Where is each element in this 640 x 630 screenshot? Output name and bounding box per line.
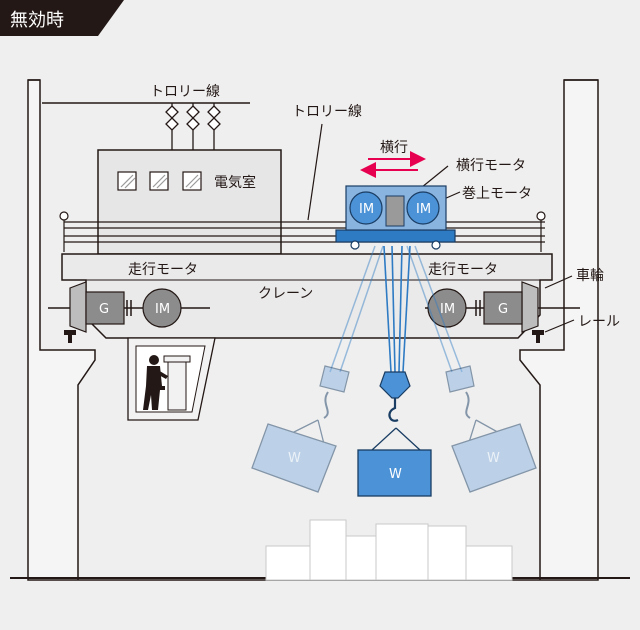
wheel-right-icon [521,281,539,333]
generator-right [483,291,523,325]
label-trolley-line-right: トロリー線 [292,104,362,120]
label-wheel: 車輪 [576,267,604,284]
label-im-left: IM [155,302,170,317]
wheel-left-icon [69,281,87,333]
label-travel-motor-left: 走行モータ [128,262,198,278]
floor-cargo [265,519,513,581]
label-trolley-line-left: トロリー線 [150,84,220,100]
header-tab [0,0,124,36]
operator-cab [127,337,216,421]
trolley-wires [59,211,546,252]
electrical-room [97,149,282,255]
hoist-ropes [329,245,463,373]
trolley [335,185,456,250]
label-rail: レール [578,314,620,330]
label-im-traverse: IM [359,202,374,217]
label-travel-motor-right: 走行モータ [428,262,498,278]
traverse-motor-icon [349,191,383,225]
label-generator-right: G [498,302,508,317]
crane-girder [61,253,553,339]
load-left [251,365,350,493]
label-crane: クレーン [258,286,313,302]
generator-left [85,291,125,325]
label-im-hoist: IM [416,202,431,217]
rail-left-icon [64,330,76,335]
hoist-ropes-center [383,245,411,373]
operator-figure [143,355,168,410]
label-im-right: IM [440,302,455,317]
travel-drive-right [425,281,580,343]
label-load-left: W [288,451,301,466]
traverse-arrows-icon [360,151,426,178]
travel-drive-left [48,281,210,343]
label-electrical-room: 電気室 [214,174,256,191]
im-motor-right [427,288,467,328]
im-motor-left [142,288,182,328]
hoist-motor-icon [406,191,440,225]
label-hoist-motor: 巻上モータ [462,186,532,202]
load-center [357,371,432,497]
label-traverse-motor: 横行モータ [456,158,526,174]
rail-right-icon [532,330,544,335]
label-load-center: W [389,467,402,482]
load-right [445,365,537,493]
overhead-trolley-wire [42,102,250,150]
header-title: 無効時 [10,10,64,31]
label-traverse: 横行 [380,140,408,156]
label-load-right: W [487,451,500,466]
label-generator-left: G [99,302,109,317]
